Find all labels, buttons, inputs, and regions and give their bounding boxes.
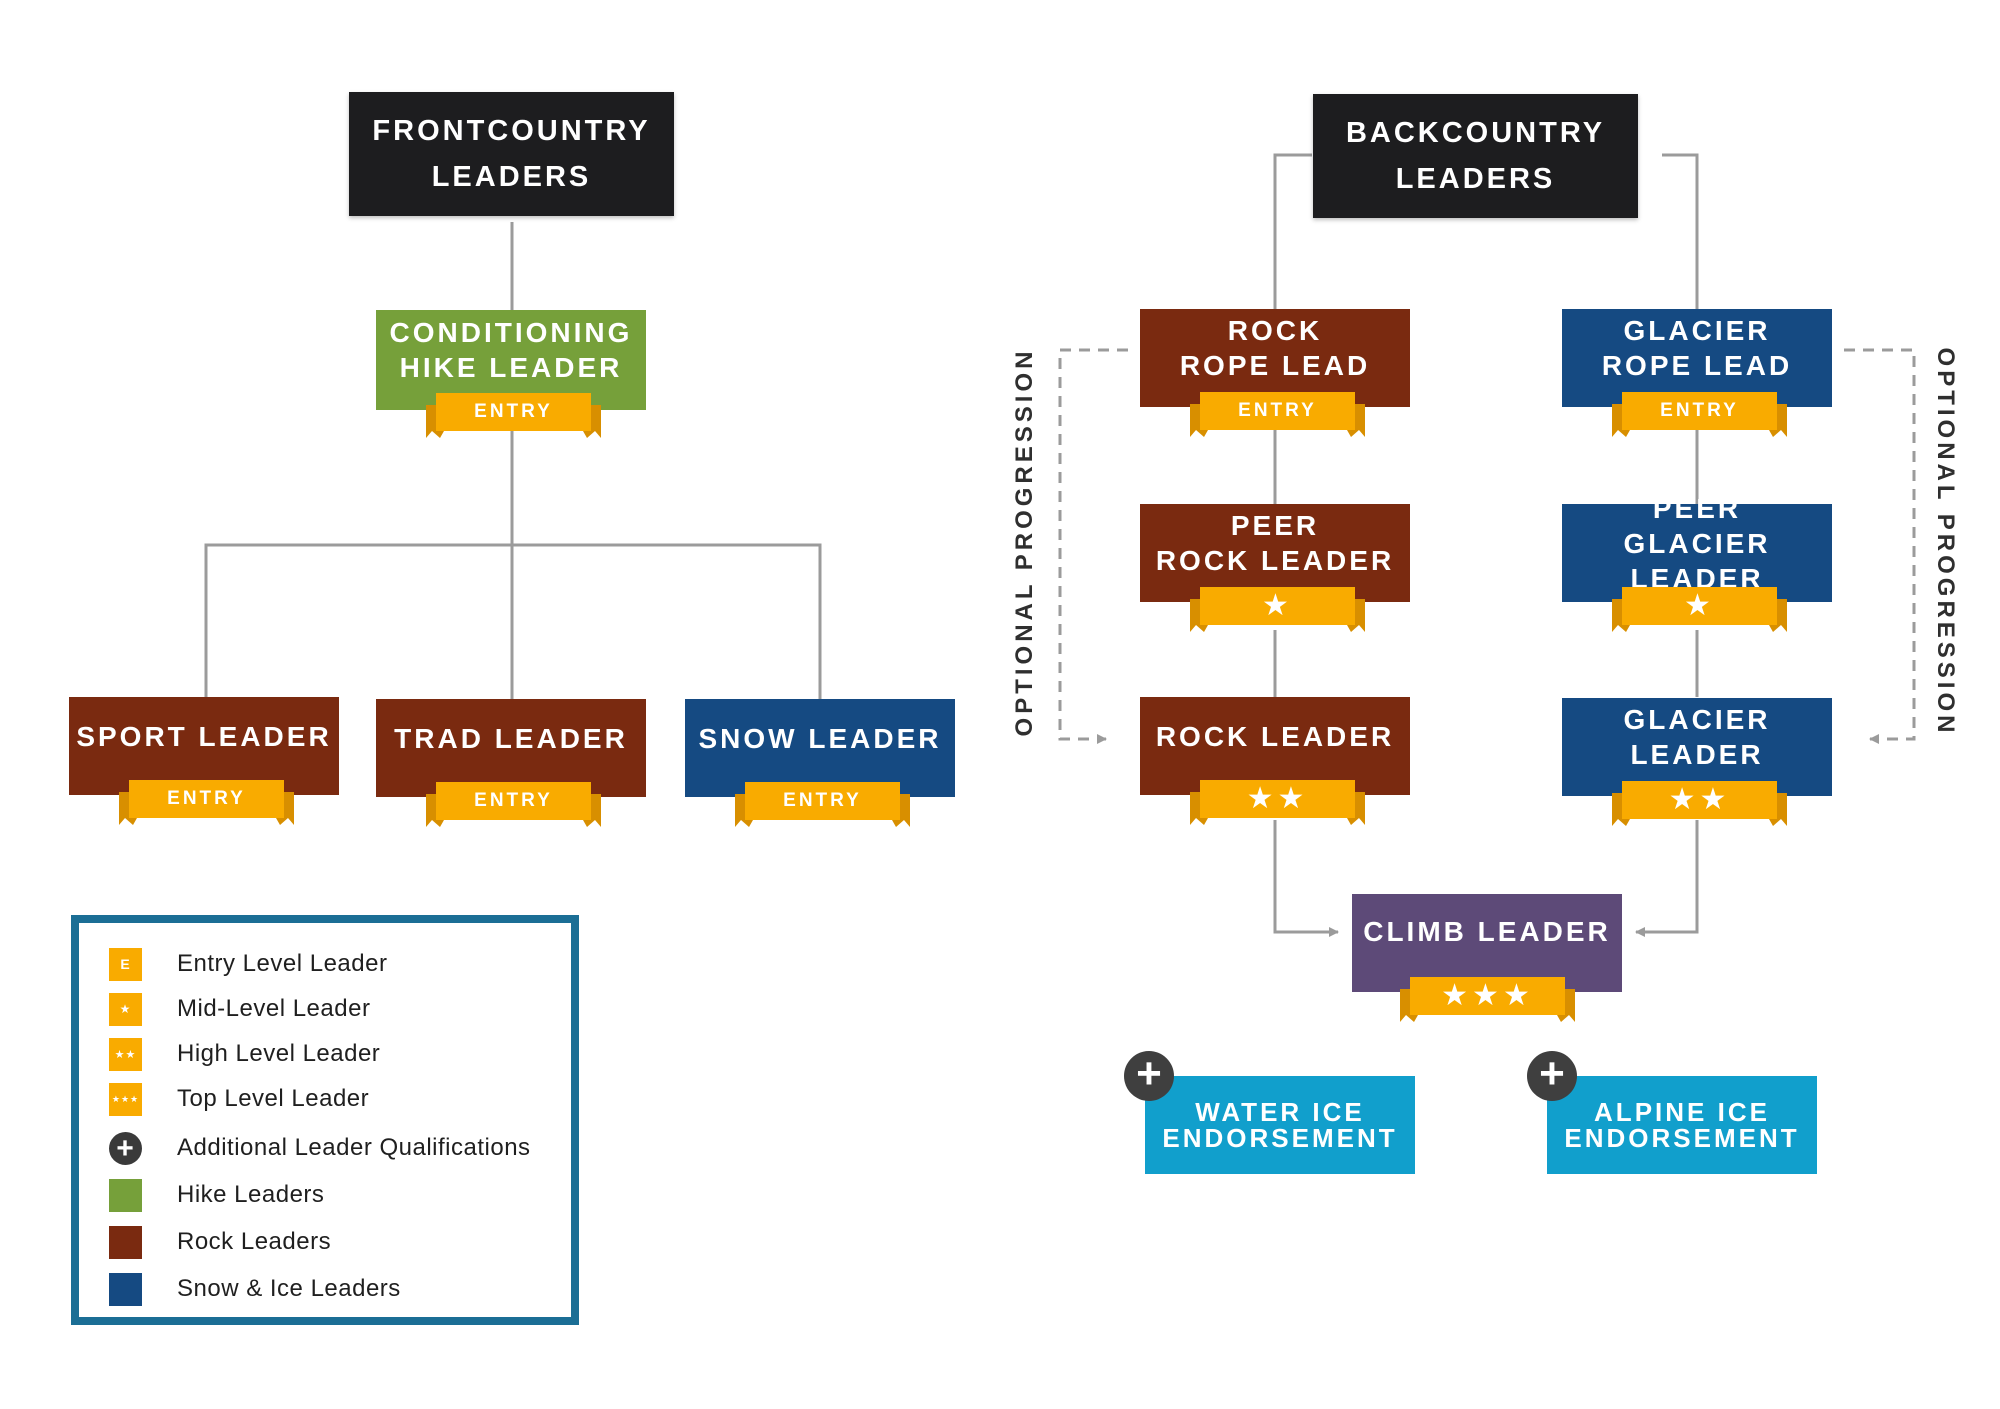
star-ribbon: ★ [1190,587,1365,632]
legend-row-rock: Rock Leaders [109,1223,331,1261]
connector-rock-to-climb [1273,820,1339,937]
peer-rock-leader-node: PEER ROCK LEADER ★ [1140,504,1410,632]
conditioning-hike-leader-node: CONDITIONING HIKE LEADER ENTRY [376,310,646,438]
entry-ribbon: ENTRY [426,782,601,827]
stars-ribbon: ★★ [1612,781,1787,826]
legend-row-additional: + Additional Leader Qualifications [109,1129,531,1167]
optional-progression-label-left: OPTIONAL PROGRESSION [1011,347,1038,737]
two-stars-icon: ★★ [109,1037,142,1071]
legend-row-high: ★★ High Level Leader [109,1035,380,1073]
rock-leader-node: ROCK LEADER ★★ [1140,697,1410,825]
stars-ribbon: ★★ [1190,780,1365,825]
snow-leader-node: SNOW LEADER ENTRY [685,699,955,827]
backcountry-leaders-header: BACKCOUNTRY LEADERS [1313,94,1638,218]
trad-leader-node: TRAD LEADER ENTRY [376,699,646,827]
alpine-ice-endorsement-node: ALPINE ICE ENDORSEMENT [1547,1076,1817,1174]
one-star-icon: ★ [109,992,142,1026]
optional-progression-left [1058,348,1128,744]
three-stars-ribbon: ★★★ [1400,977,1575,1022]
glacier-rope-lead-node: GLACIER ROPE LEAD ENTRY [1562,309,1832,437]
legend-row-entry: E Entry Level Leader [109,945,387,983]
climb-leader-node: CLIMB LEADER ★★★ [1352,894,1622,1022]
plus-icon: + [1527,1051,1577,1101]
legend-row-top: ★★★ Top Level Leader [109,1080,369,1118]
legend-row-snow-ice: Snow & Ice Leaders [109,1270,401,1308]
connector-back-to-glacier [1662,153,1699,310]
entry-ribbon: ENTRY [119,780,294,825]
connector-glacier-to-climb [1635,820,1699,937]
optional-progression-right [1844,348,1916,744]
legend: E Entry Level Leader ★ Mid-Level Leader … [71,915,579,1325]
rock-rope-lead-node: ROCK ROPE LEAD ENTRY [1140,309,1410,437]
plus-icon: + [109,1131,142,1165]
plus-icon: + [1124,1051,1174,1101]
legend-row-hike: Hike Leaders [109,1176,324,1214]
connector-branch-bar [204,543,822,700]
glacier-leader-node: GLACIER LEADER ★★ [1562,698,1832,826]
hike-color-swatch [109,1178,142,1212]
entry-ribbon: ENTRY [426,393,601,438]
star-ribbon: ★ [1612,587,1787,632]
water-ice-endorsement-node: WATER ICE ENDORSEMENT [1145,1076,1415,1174]
entry-ribbon: ENTRY [1190,392,1365,437]
three-stars-icon: ★★★ [109,1082,142,1116]
entry-ribbon: ENTRY [1612,392,1787,437]
rock-color-swatch [109,1225,142,1259]
connector-back-to-rock [1273,153,1312,310]
optional-progression-label-right: OPTIONAL PROGRESSION [1932,347,1959,737]
entry-badge-icon: E [109,947,142,981]
snow-ice-color-swatch [109,1272,142,1306]
sport-leader-node: SPORT LEADER ENTRY [69,697,339,825]
entry-ribbon: ENTRY [735,782,910,827]
peer-glacier-leader-node: PEER GLACIER LEADER ★ [1562,493,1832,632]
frontcountry-leaders-header: FRONTCOUNTRY LEADERS [349,92,674,216]
legend-row-mid: ★ Mid-Level Leader [109,990,370,1028]
